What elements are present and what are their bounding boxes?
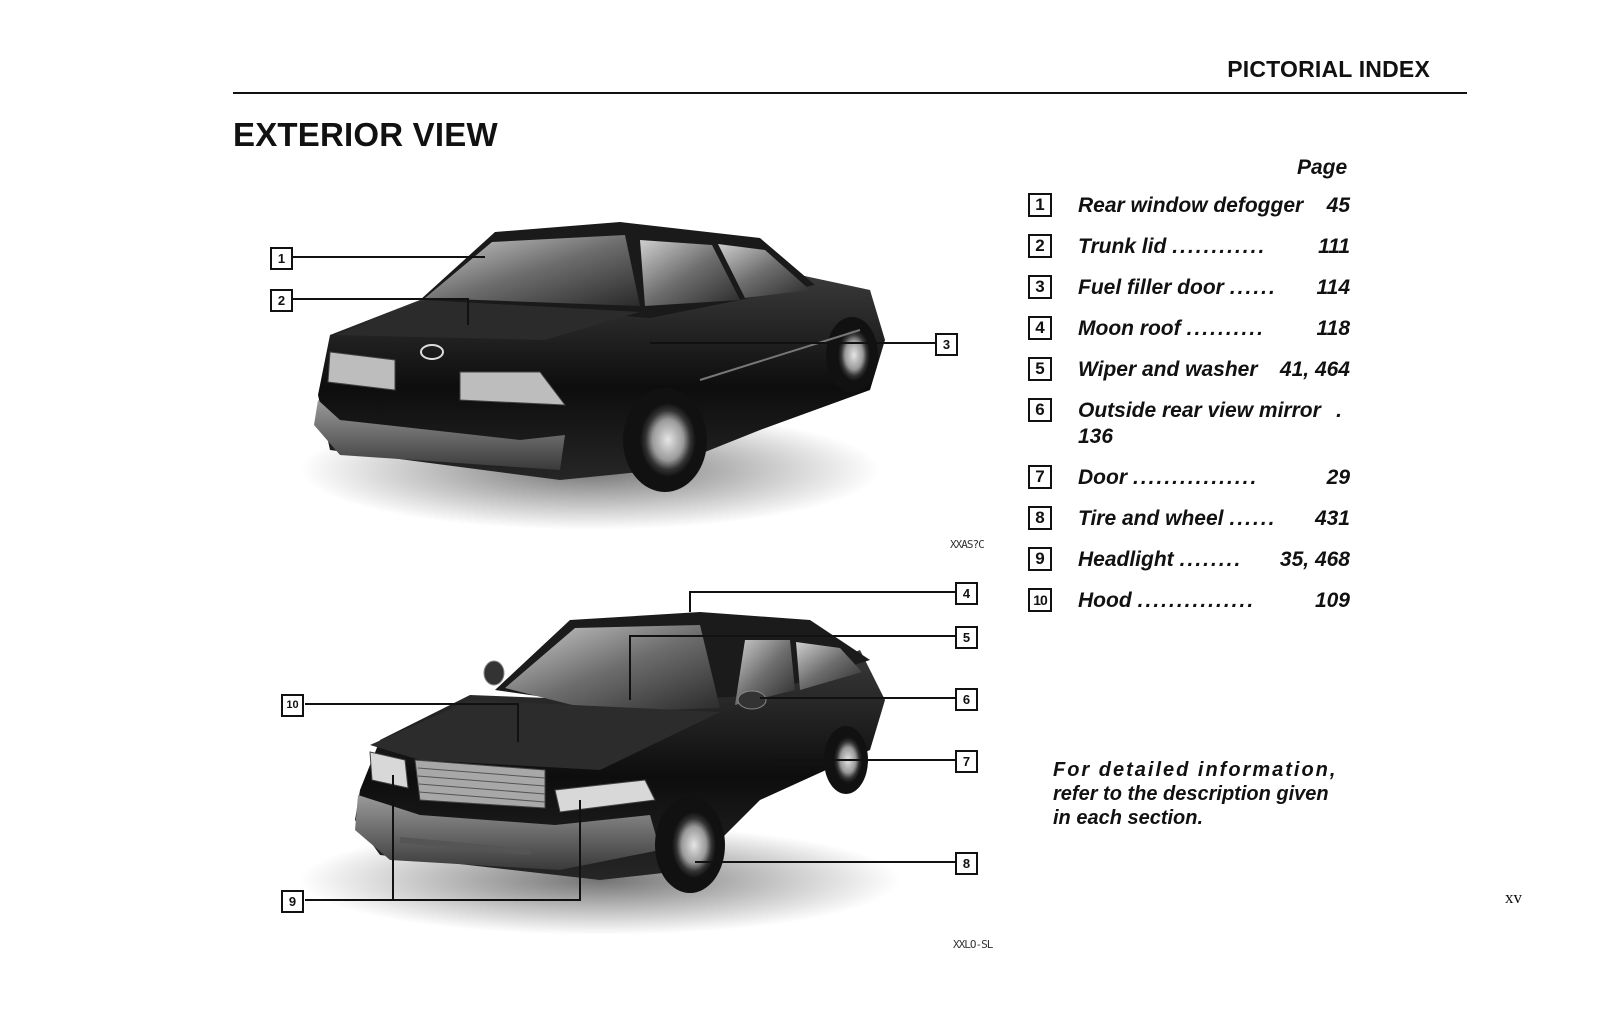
rear-figure-code: XXAS?C bbox=[950, 538, 985, 551]
item-label: Rear window defogger bbox=[1078, 194, 1304, 217]
front-figure-code: XXLO-SL bbox=[953, 938, 993, 951]
item-label: Tire and wheel bbox=[1078, 507, 1224, 530]
index-item: 3 Fuel filler door...... 114 bbox=[1028, 275, 1350, 301]
index-item: 1 Rear window defogger 45 bbox=[1028, 193, 1350, 219]
callout-7: 7 bbox=[955, 750, 978, 773]
item-number: 4 bbox=[1028, 316, 1052, 340]
section-title: EXTERIOR VIEW bbox=[233, 116, 498, 153]
item-number: 6 bbox=[1028, 398, 1052, 422]
item-page: 111 bbox=[1318, 235, 1350, 258]
callout-1: 1 bbox=[270, 247, 293, 270]
item-label: Trunk lid bbox=[1078, 235, 1167, 258]
index-item: 10 Hood............... 109 bbox=[1028, 588, 1350, 614]
item-page: 109 bbox=[1314, 589, 1350, 612]
index-item: 6 Outside rear view mirror. 136 bbox=[1028, 398, 1350, 450]
item-label: Hood bbox=[1078, 589, 1132, 612]
detail-note: For detailed information, refer to the d… bbox=[1053, 758, 1353, 830]
item-page: 35, 468 bbox=[1279, 548, 1350, 571]
leader-dots: ............... bbox=[1137, 589, 1256, 612]
callout-4: 4 bbox=[955, 582, 978, 605]
callout-10: 10 bbox=[281, 694, 304, 717]
leader-dots bbox=[1309, 193, 1320, 219]
item-number: 5 bbox=[1028, 357, 1052, 381]
item-label: Fuel filler door bbox=[1078, 276, 1224, 299]
item-page: 29 bbox=[1326, 466, 1350, 489]
front-car-illustration bbox=[300, 612, 900, 935]
item-page: 431 bbox=[1314, 507, 1350, 530]
note-line: refer to the description given bbox=[1053, 783, 1329, 805]
item-page: 114 bbox=[1316, 276, 1350, 299]
leader-dots: ...... bbox=[1229, 276, 1277, 299]
item-page: 45 bbox=[1326, 194, 1350, 217]
item-number: 3 bbox=[1028, 275, 1052, 299]
item-number: 2 bbox=[1028, 234, 1052, 258]
note-line: in each section. bbox=[1053, 807, 1204, 829]
item-number: 8 bbox=[1028, 506, 1052, 530]
leader-dots: ...... bbox=[1229, 507, 1277, 530]
item-page: 118 bbox=[1316, 317, 1350, 340]
header-rule bbox=[233, 92, 1467, 94]
item-label: Wiper and washer bbox=[1078, 358, 1258, 381]
item-label: Headlight bbox=[1078, 548, 1174, 571]
leader-dots: ............ bbox=[1172, 235, 1267, 258]
leader-dots: ................ bbox=[1133, 466, 1259, 489]
callout-5: 5 bbox=[955, 626, 978, 649]
index-item: 2 Trunk lid............ 111 bbox=[1028, 234, 1350, 260]
leader-dots: ........ bbox=[1179, 548, 1243, 571]
leader-dots: . bbox=[1336, 399, 1344, 422]
index-item: 9 Headlight........ 35, 468 bbox=[1028, 547, 1350, 573]
item-number: 10 bbox=[1028, 588, 1052, 612]
item-number: 9 bbox=[1028, 547, 1052, 571]
front-leader-lines bbox=[305, 591, 963, 901]
index-item: 7 Door................ 29 bbox=[1028, 465, 1350, 491]
index-item: 4 Moon roof.......... 118 bbox=[1028, 316, 1350, 342]
item-page: 136 bbox=[1078, 425, 1114, 448]
note-line: For detailed information, bbox=[1053, 759, 1338, 781]
callout-6: 6 bbox=[955, 688, 978, 711]
page-number: xv bbox=[1505, 888, 1522, 907]
item-number: 7 bbox=[1028, 465, 1052, 489]
item-label: Outside rear view mirror bbox=[1078, 399, 1321, 422]
index-item: 8 Tire and wheel...... 431 bbox=[1028, 506, 1350, 532]
callout-9: 9 bbox=[281, 890, 304, 913]
item-page: 41, 464 bbox=[1279, 358, 1350, 381]
callout-2: 2 bbox=[270, 289, 293, 312]
rear-leader-lines bbox=[292, 256, 943, 344]
leader-dots bbox=[1264, 357, 1274, 383]
page-column-heading: Page bbox=[1297, 156, 1348, 179]
item-label: Moon roof bbox=[1078, 317, 1181, 340]
item-number: 1 bbox=[1028, 193, 1052, 217]
rear-car-illustration bbox=[300, 222, 885, 530]
running-header: PICTORIAL INDEX bbox=[1227, 56, 1430, 82]
index-item: 5 Wiper and washer 41, 464 bbox=[1028, 357, 1350, 383]
callout-3: 3 bbox=[935, 333, 958, 356]
callout-8: 8 bbox=[955, 852, 978, 875]
leader-dots: .......... bbox=[1186, 317, 1265, 340]
item-label: Door bbox=[1078, 466, 1127, 489]
